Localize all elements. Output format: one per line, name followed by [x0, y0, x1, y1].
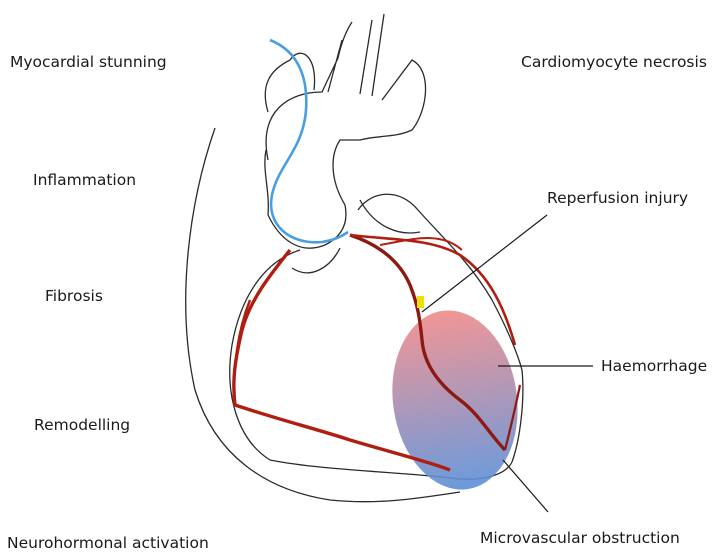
- label-myocardial-stunning: Myocardial stunning: [10, 53, 167, 71]
- label-cardiomyocyte-necrosis: Cardiomyocyte necrosis: [521, 53, 707, 71]
- reperfusion-leader: [422, 215, 547, 312]
- label-microvascular-obstruction: Microvascular obstruction: [480, 529, 680, 547]
- label-reperfusion-injury: Reperfusion injury: [547, 189, 688, 207]
- aorta-outline: [266, 14, 425, 205]
- label-remodelling: Remodelling: [34, 416, 130, 434]
- occlusion-marker: [417, 296, 424, 308]
- mvo-leader: [503, 460, 548, 512]
- label-neurohormonal-activation: Neurohormonal activation: [7, 534, 209, 552]
- label-haemorrhage: Haemorrhage: [601, 357, 707, 375]
- label-fibrosis: Fibrosis: [45, 287, 103, 305]
- vein-path: [270, 40, 348, 242]
- label-inflammation: Inflammation: [33, 171, 136, 189]
